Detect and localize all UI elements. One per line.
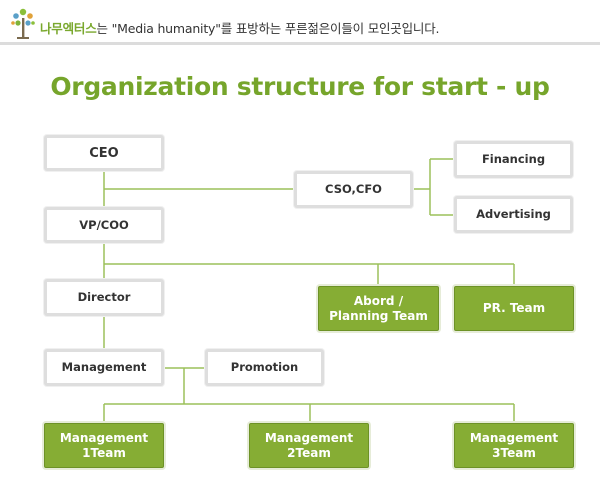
node-ceo-label: CEO: [89, 145, 119, 161]
node-ceo: CEO: [44, 135, 164, 171]
node-director-label: Director: [77, 290, 131, 304]
node-mgmt3-line2: 3Team: [492, 445, 536, 460]
tree-logo-icon: [11, 8, 35, 39]
node-financing-label: Financing: [481, 152, 546, 166]
node-cso-cfo-label: CSO,CFO: [325, 182, 382, 196]
node-promotion: Promotion: [205, 349, 324, 386]
node-abord-planning-team: Abord /Planning Team: [318, 286, 439, 331]
node-management: Management: [44, 349, 164, 386]
node-mgmt1-line1: Management: [59, 430, 149, 445]
node-abord-line2: Planning Team: [329, 308, 428, 323]
node-mgmt2-line2: 2Team: [287, 445, 331, 460]
node-abord-line1: Abord /: [353, 293, 404, 308]
node-advertising-label: Advertising: [476, 207, 551, 221]
node-mgmt3-line1: Management: [469, 430, 559, 445]
tagline-text: 는 "Media humanity"를 표방하는 푸른젊은이들이 모인곳입니다.: [96, 21, 440, 36]
node-pr-team-label: PR. Team: [482, 301, 546, 315]
node-management-label: Management: [61, 360, 147, 374]
node-vp-coo-label: VP/COO: [79, 217, 129, 232]
chart-title: Organization structure for start - up: [50, 72, 550, 101]
node-director: Director: [44, 279, 164, 316]
node-mgmt2-line1: Management: [264, 430, 354, 445]
node-advertising: Advertising: [454, 196, 573, 233]
node-cso-cfo: CSO,CFO: [294, 171, 413, 208]
header-divider: [0, 42, 600, 45]
node-financing: Financing: [454, 141, 573, 178]
tagline: 나무엑터스는 "Media humanity"를 표방하는 푸른젊은이들이 모인…: [40, 18, 439, 37]
header: 나무엑터스는 "Media humanity"를 표방하는 푸른젊은이들이 모인…: [0, 0, 600, 46]
node-abord-planning-team-label: Abord /Planning Team: [329, 294, 428, 324]
node-pr-team: PR. Team: [454, 286, 574, 331]
node-promotion-label: Promotion: [230, 360, 299, 374]
brand-name: 나무엑터스: [40, 21, 97, 36]
node-mgmt1-line2: 1Team: [82, 445, 126, 460]
node-vp-coo: VP/COO: [44, 207, 164, 243]
